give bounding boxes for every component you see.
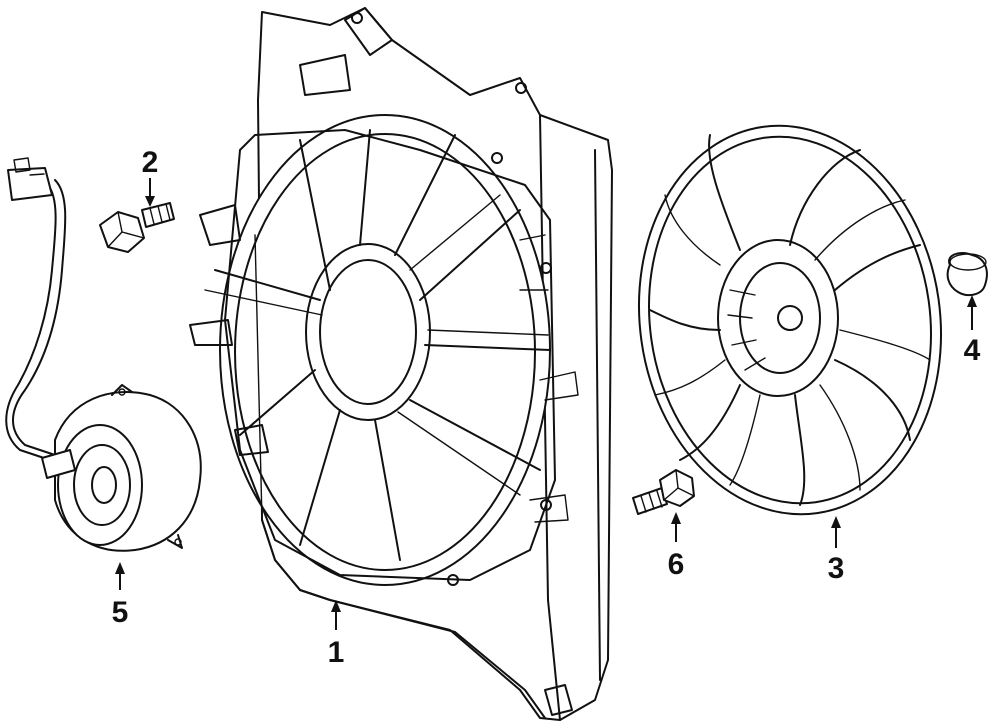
bolt-part-6[interactable]: [632, 469, 695, 515]
callout-3: 3: [828, 552, 845, 585]
callout-4: 4: [964, 334, 981, 367]
callout-leaders: [115, 178, 977, 630]
nut-part-4[interactable]: [946, 252, 988, 297]
callout-1: 1: [328, 636, 345, 669]
fan-blade-part-3[interactable]: [614, 106, 965, 534]
callout-2: 2: [142, 146, 159, 179]
callout-5: 5: [112, 596, 129, 629]
bolt-part-2[interactable]: [99, 202, 175, 253]
fan-shroud-part-1[interactable]: [189, 7, 613, 721]
callout-6: 6: [668, 548, 685, 581]
fan-motor-part-5[interactable]: [5, 157, 202, 552]
